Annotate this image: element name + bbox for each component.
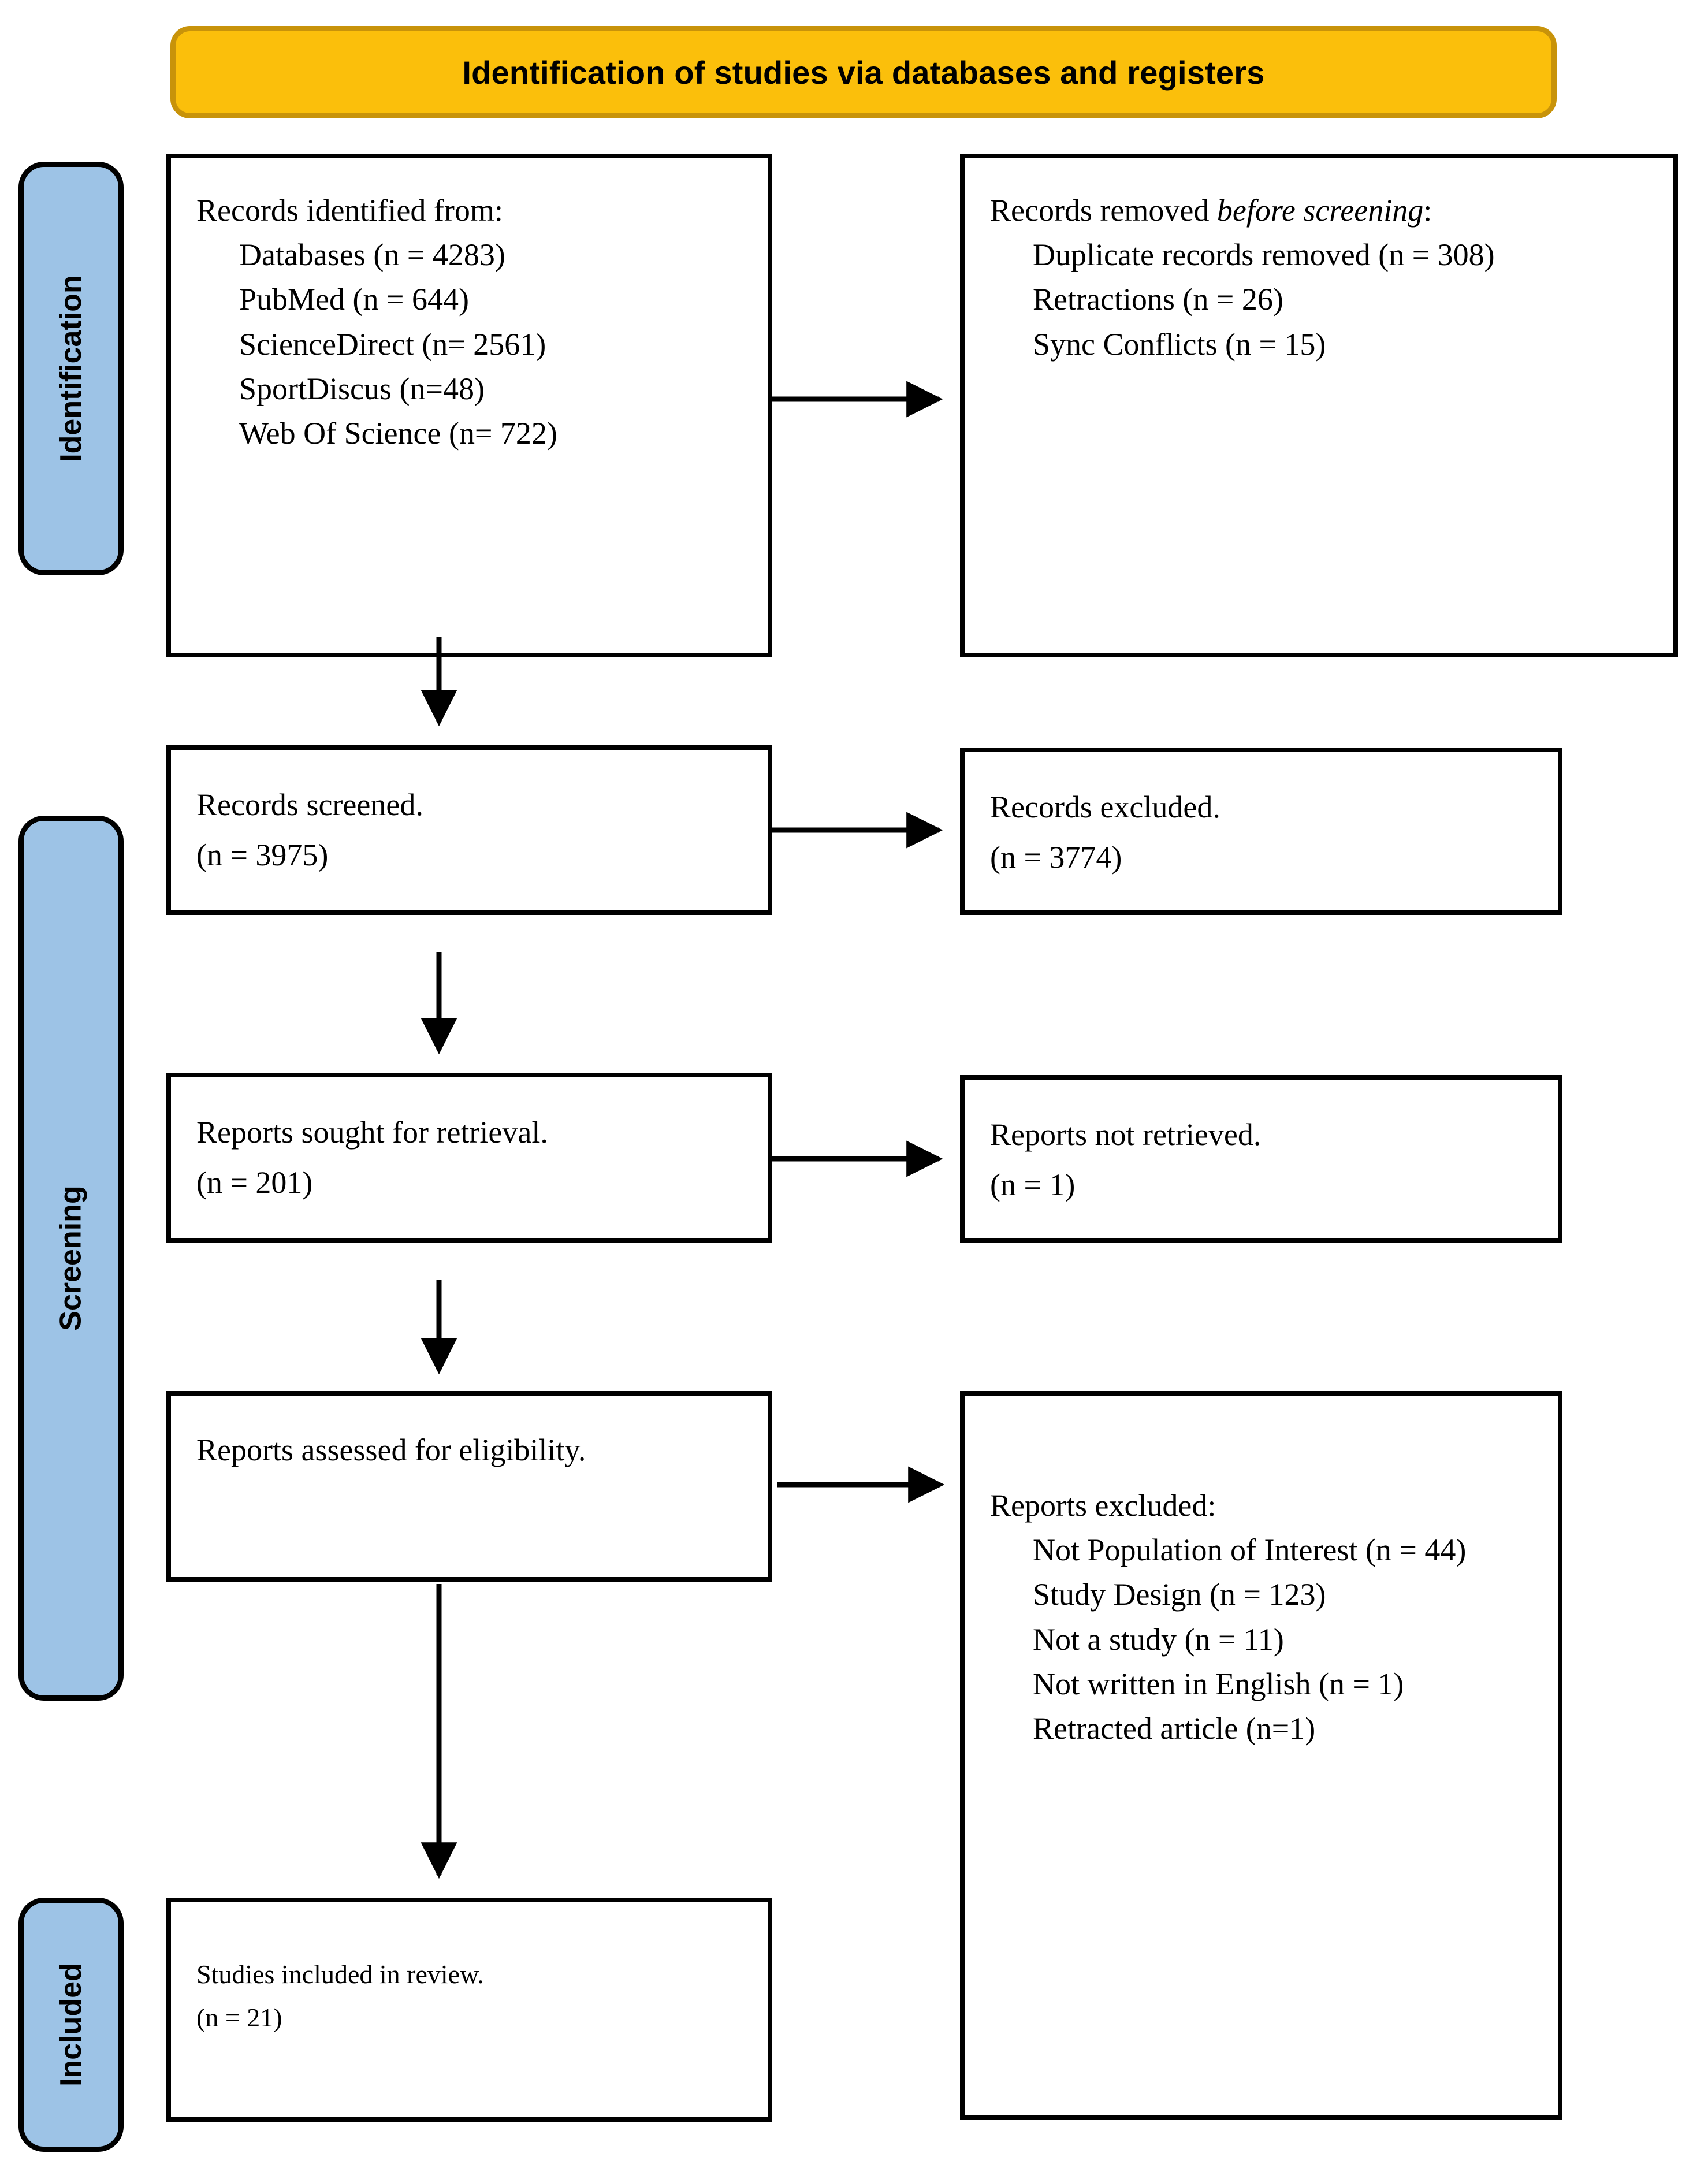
box-records-excluded: Records excluded. (n = 3774) xyxy=(960,748,1562,915)
records-identified-item-sciencedirect: ScienceDirect (n= 2561) xyxy=(239,326,546,362)
records-removed-item-retractions: Retractions (n = 26) xyxy=(1033,282,1283,317)
records-removed-heading: Records removed before screening: xyxy=(990,188,1650,233)
reports-excluded-item-not-a-study: Not a study (n = 11) xyxy=(1033,1622,1284,1657)
box-reports-sought: Reports sought for retrieval. (n = 201) xyxy=(166,1073,772,1243)
reports-excluded-heading: Reports excluded: xyxy=(990,1488,1216,1523)
stage-label-identification-text: Identification xyxy=(54,275,88,462)
reports-not-retrieved-count: (n = 1) xyxy=(990,1167,1076,1203)
stage-label-screening-text: Screening xyxy=(54,1185,88,1331)
box-records-identified: Records identified from: Databases (n = … xyxy=(166,154,772,657)
records-identified-item-pubmed: PubMed (n = 644) xyxy=(239,282,469,317)
diagram-header-banner: Identification of studies via databases … xyxy=(170,26,1557,118)
records-removed-heading-tail: : xyxy=(1423,193,1432,228)
records-removed-item-duplicates: Duplicate records removed (n = 308) xyxy=(1033,237,1495,273)
stage-label-identification: Identification xyxy=(18,162,124,575)
records-excluded-label: Records excluded. xyxy=(990,790,1220,824)
reports-assessed-label: Reports assessed for eligibility. xyxy=(196,1433,586,1467)
reports-excluded-item-study-design: Study Design (n = 123) xyxy=(1033,1577,1326,1612)
reports-excluded-item-retracted: Retracted article (n=1) xyxy=(1033,1711,1316,1746)
box-records-screened: Records screened. (n = 3975) xyxy=(166,745,772,915)
box-reports-not-retrieved: Reports not retrieved. (n = 1) xyxy=(960,1075,1562,1243)
records-identified-item-sportdiscus: SportDiscus (n=48) xyxy=(239,371,485,406)
reports-sought-label: Reports sought for retrieval. xyxy=(196,1115,548,1150)
studies-included-label: Studies included in review. xyxy=(196,1959,484,1989)
stage-label-screening: Screening xyxy=(18,816,124,1701)
box-records-removed: Records removed before screening: Duplic… xyxy=(960,154,1678,657)
records-removed-heading-italic: before screening xyxy=(1216,193,1424,228)
records-identified-item-databases: Databases (n = 4283) xyxy=(239,237,505,273)
reports-excluded-item-population: Not Population of Interest (n = 44) xyxy=(1033,1533,1467,1568)
box-studies-included: Studies included in review. (n = 21) xyxy=(166,1898,772,2122)
reports-excluded-item-not-english: Not written in English (n = 1) xyxy=(1033,1666,1404,1701)
box-reports-assessed: Reports assessed for eligibility. xyxy=(166,1391,772,1582)
studies-included-count: (n = 21) xyxy=(196,2002,282,2032)
reports-sought-count: (n = 201) xyxy=(196,1165,313,1200)
records-excluded-count: (n = 3774) xyxy=(990,840,1122,875)
reports-not-retrieved-label: Reports not retrieved. xyxy=(990,1117,1262,1152)
records-removed-heading-plain: Records removed xyxy=(990,193,1217,228)
records-screened-count: (n = 3975) xyxy=(196,838,329,873)
records-identified-item-webofscience: Web Of Science (n= 722) xyxy=(239,416,557,451)
banner-title: Identification of studies via databases … xyxy=(462,54,1265,91)
stage-label-included: Included xyxy=(18,1898,124,2152)
records-screened-label: Records screened. xyxy=(196,787,423,822)
records-identified-heading: Records identified from: xyxy=(196,193,503,228)
stage-label-included-text: Included xyxy=(54,1963,88,2087)
records-removed-item-syncconflicts: Sync Conflicts (n = 15) xyxy=(1033,326,1326,362)
box-reports-excluded: Reports excluded: Not Population of Inte… xyxy=(960,1391,1562,2120)
